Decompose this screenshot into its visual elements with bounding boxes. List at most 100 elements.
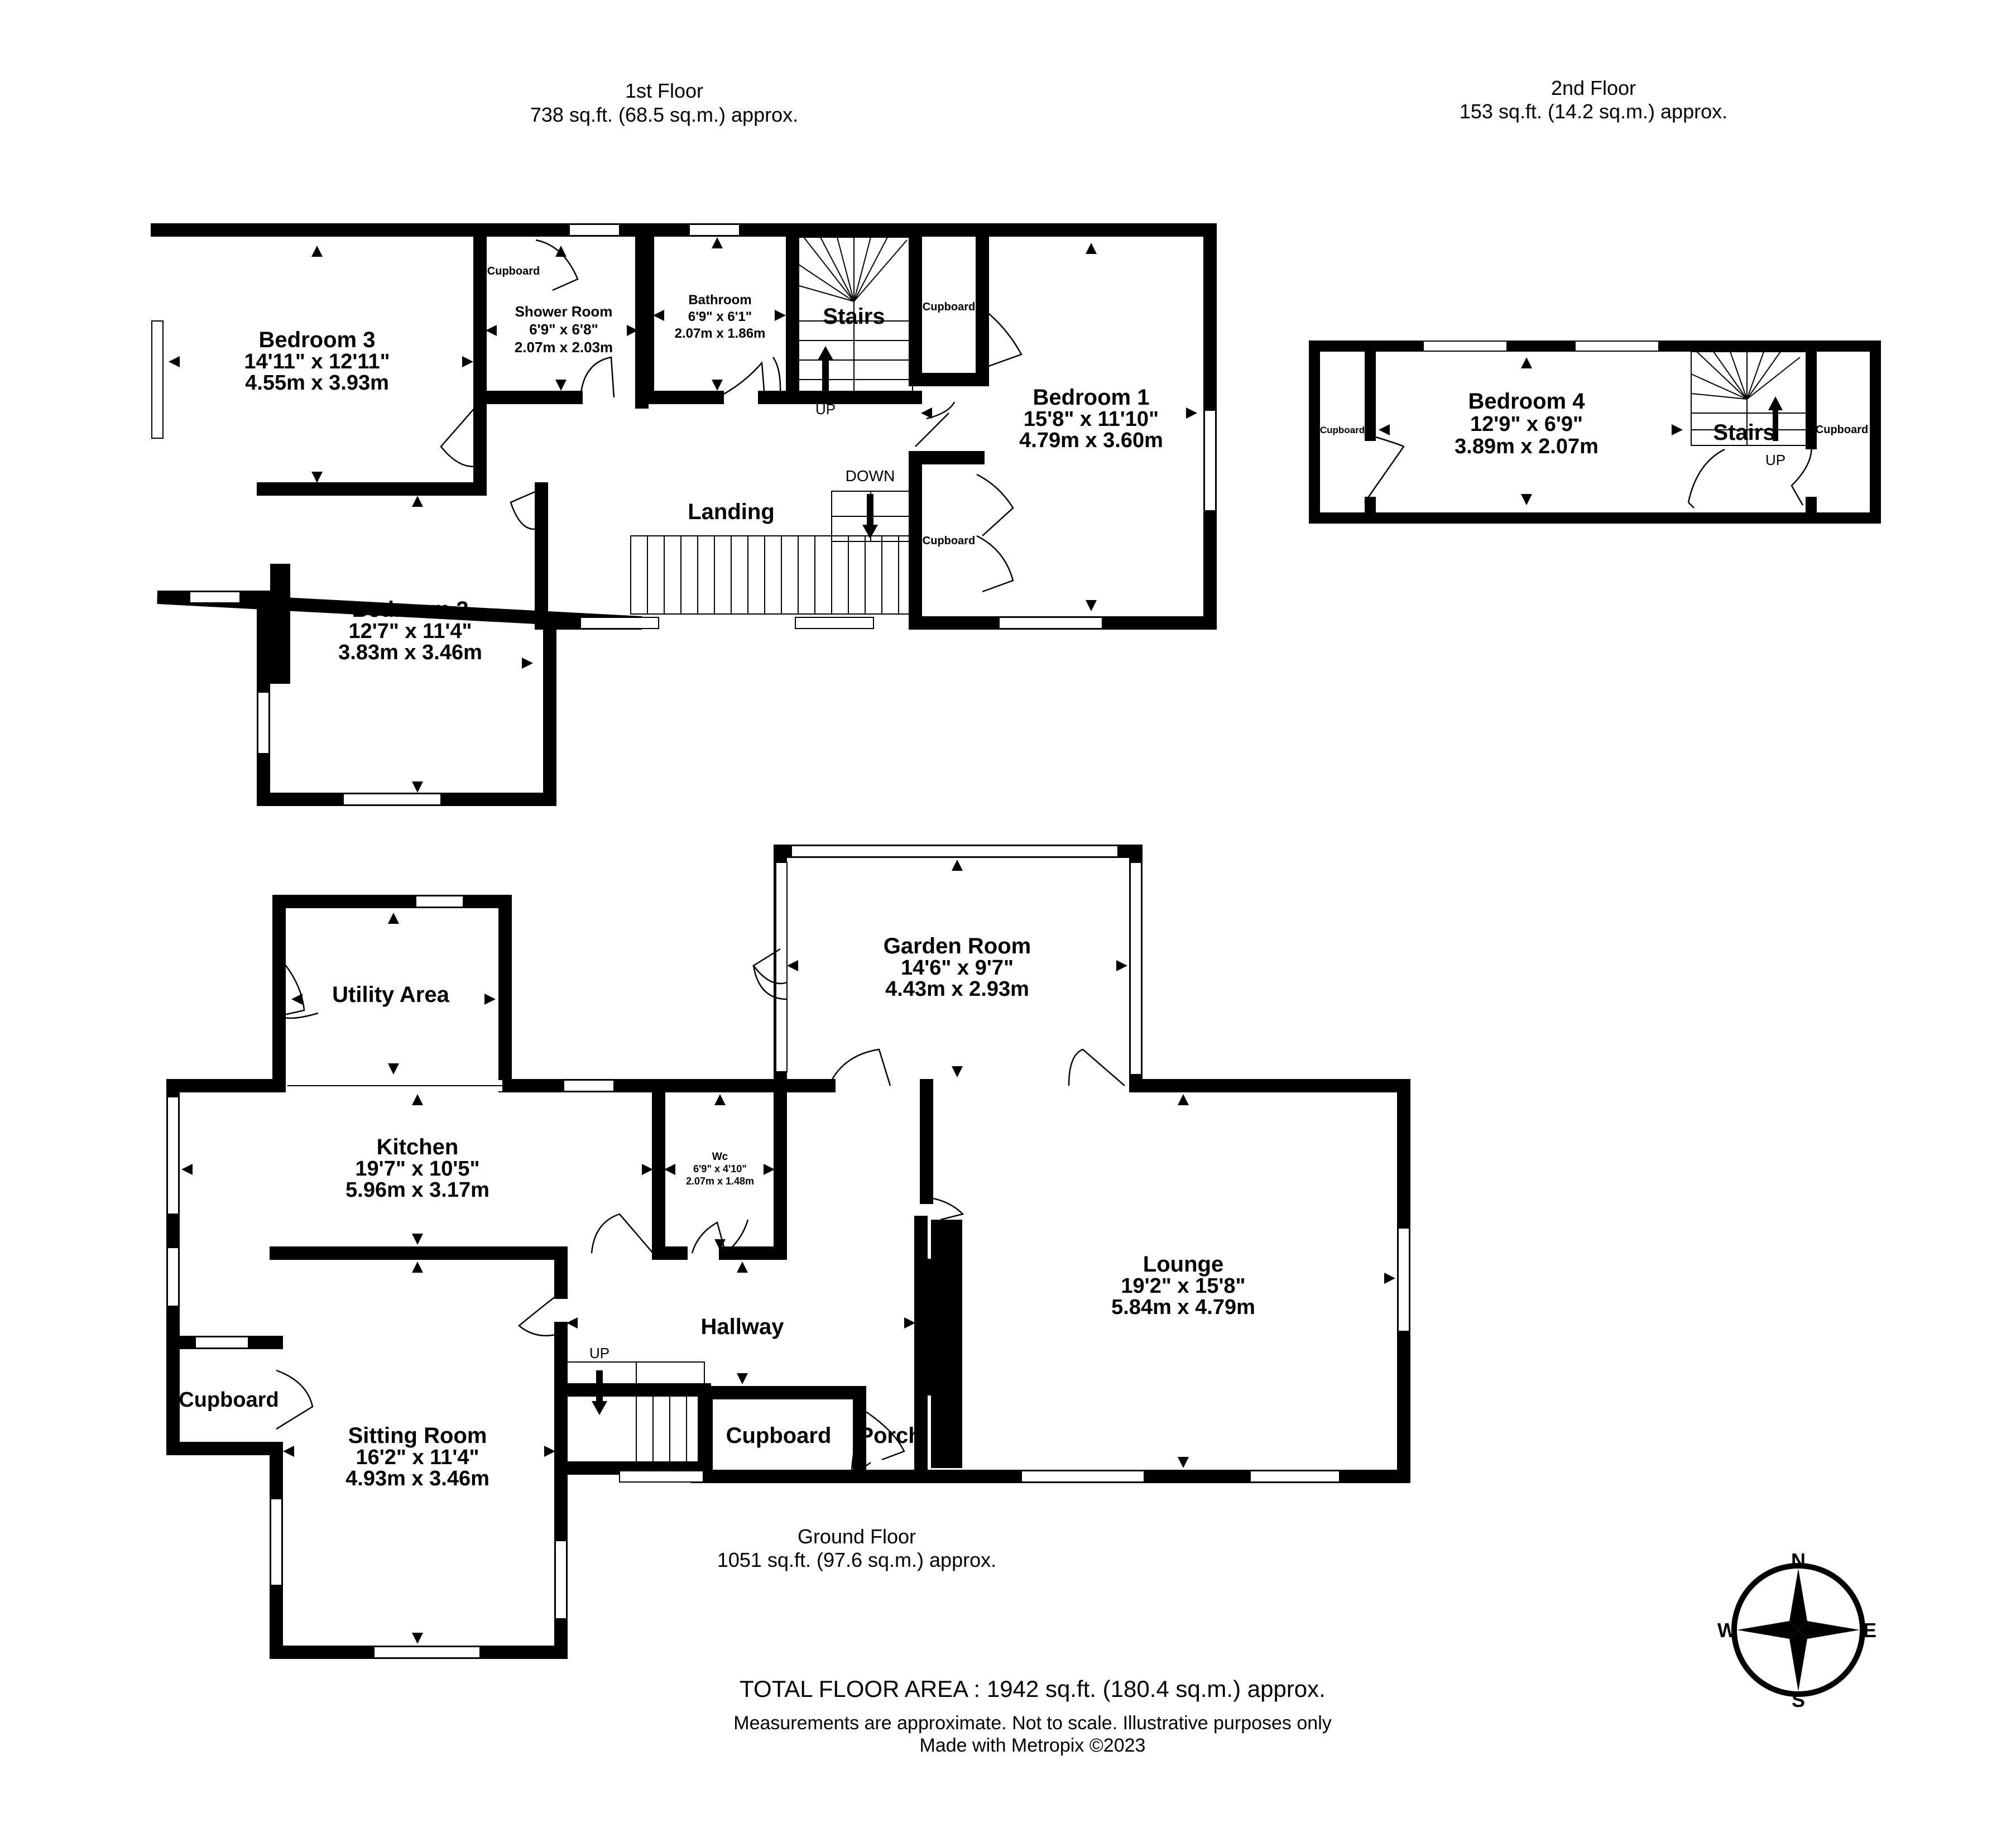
ground-floor-dimension-arrows	[181, 860, 1395, 1644]
sitting-room-name: Sitting Room	[348, 1423, 487, 1448]
bedroom-4-cupboard-right-label: Cupboard	[1816, 424, 1868, 436]
ground-floor-windows	[167, 845, 1410, 1658]
kitchen-imperial: 19'7" x 10'5"	[355, 1157, 479, 1181]
first-floor-stairs	[630, 237, 913, 615]
compass-south: S	[1792, 1689, 1805, 1711]
first-floor-heading: 1st Floor 738 sq.ft. (68.5 sq.m.) approx…	[530, 79, 798, 126]
bathroom-metric: 2.07m x 1.86m	[675, 326, 766, 341]
bedroom-3-label: Bedroom 3 14'11" x 12'11" 4.55m x 3.93m	[244, 328, 390, 395]
kitchen-metric: 5.96m x 3.17m	[345, 1178, 489, 1202]
bedroom-1-name: Bedroom 1	[1033, 385, 1150, 410]
shower-room-metric: 2.07m x 2.03m	[515, 339, 613, 356]
bathroom-imperial: 6'9" x 6'1"	[688, 309, 752, 324]
garden-room-metric: 4.43m x 2.93m	[885, 977, 1029, 1001]
ground-floor-labels: Utility Area Garden Room 14'6" x 9'7" 4.…	[179, 934, 1255, 1571]
first-floor-up-label: UP	[815, 401, 836, 418]
wc-imperial: 6'9" x 4'10"	[693, 1163, 747, 1174]
second-floor-labels: Cupboard Cupboard Bedroom 4 12'9" x 6'9"…	[1320, 389, 1868, 468]
second-floor-area: 153 sq.ft. (14.2 sq.m.) approx.	[1460, 100, 1727, 123]
first-floor-dimension-arrows	[169, 237, 1197, 793]
second-floor-stairs	[1691, 351, 1808, 446]
ground-floor-stairs	[564, 1361, 705, 1466]
compass-north: N	[1791, 1549, 1806, 1572]
second-floor-title: 2nd Floor	[1551, 76, 1636, 99]
ground-floor-doors	[276, 948, 1125, 1478]
first-floor-title: 1st Floor	[625, 79, 703, 102]
second-floor-doors	[1364, 434, 1812, 509]
second-floor-arrows	[1379, 357, 1783, 505]
sitting-room-cupboard-label: Cupboard	[179, 1388, 279, 1412]
second-floor-heading: 2nd Floor 153 sq.ft. (14.2 sq.m.) approx…	[1460, 76, 1727, 123]
second-floor-windows	[1423, 340, 1659, 352]
wc-name: Wc	[712, 1151, 728, 1163]
lounge-chimney-breast	[931, 1220, 962, 1468]
lounge-chimney-side	[921, 1259, 932, 1395]
compass-east: E	[1863, 1619, 1876, 1642]
ground-floor-title: Ground Floor	[798, 1525, 916, 1548]
hallway-cupboard-label: Cupboard	[726, 1423, 832, 1448]
credit: Made with Metropix ©2023	[920, 1735, 1146, 1756]
shower-room-imperial: 6'9" x 6'8"	[529, 321, 598, 338]
first-floor-down-label: DOWN	[846, 467, 895, 485]
chimney-breast	[270, 564, 290, 684]
compass-west: W	[1717, 1619, 1736, 1642]
bedroom-4-imperial: 12'9" x 6'9"	[1470, 413, 1583, 436]
first-floor-area: 738 sq.ft. (68.5 sq.m.) approx.	[530, 103, 798, 126]
bedroom-1-metric: 4.79m x 3.60m	[1019, 429, 1163, 452]
bedroom-1-imperial: 15'8" x 11'10"	[1024, 407, 1159, 431]
bedroom-2-label: Bedroom 2 12'7" x 11'4" 3.83m x 3.46m	[338, 597, 482, 664]
shower-cupboard-label: Cupboard	[487, 265, 540, 277]
hallway-label: Hallway	[701, 1315, 785, 1339]
first-floor-stairs-label: Stairs	[823, 304, 885, 329]
bedroom-4-metric: 3.89m x 2.07m	[1455, 435, 1599, 458]
bedroom-2-name: Bedroom 2	[352, 597, 469, 622]
wc-label: Wc 6'9" x 4'10" 2.07m x 1.48m	[686, 1151, 754, 1187]
sitting-room-imperial: 16'2" x 11'4"	[356, 1446, 479, 1469]
wc-metric: 2.07m x 1.48m	[686, 1176, 754, 1187]
first-floor-walls	[151, 223, 1217, 806]
bedroom-1-cupboard-top-label: Cupboard	[923, 301, 975, 313]
utility-area-label: Utility Area	[332, 982, 449, 1007]
shower-room-name: Shower Room	[515, 303, 613, 320]
bedroom-2-imperial: 12'7" x 11'4"	[348, 620, 472, 643]
bedroom-1-label: Bedroom 1 15'8" x 11'10" 4.79m x 3.60m	[1019, 385, 1163, 452]
bedroom-1-cupboard-bottom-label: Cupboard	[923, 535, 975, 547]
kitchen-label: Kitchen 19'7" x 10'5" 5.96m x 3.17m	[345, 1135, 489, 1202]
first-floor-windows	[151, 224, 1216, 805]
disclaimer: Measurements are approximate. Not to sca…	[733, 1713, 1332, 1734]
kitchen-name: Kitchen	[377, 1135, 459, 1159]
bathroom-label: Bathroom 6'9" x 6'1" 2.07m x 1.86m	[675, 292, 766, 341]
porch-label: Porch	[858, 1423, 921, 1448]
second-floor-walls	[1309, 340, 1881, 524]
footer: TOTAL FLOOR AREA : 1942 sq.ft. (180.4 sq…	[733, 1676, 1332, 1756]
bedroom-2-metric: 3.83m x 3.46m	[338, 641, 482, 664]
bedroom-3-imperial: 14'11" x 12'11"	[244, 350, 390, 373]
landing-label: Landing	[688, 500, 775, 524]
garden-room-name: Garden Room	[884, 934, 1031, 958]
first-floor-labels: Bedroom 3 14'11" x 12'11" 4.55m x 3.93m …	[244, 265, 1163, 664]
second-floor-up-label: UP	[1765, 452, 1785, 468]
bedroom-3-metric: 4.55m x 3.93m	[245, 371, 389, 395]
bathroom-name: Bathroom	[688, 292, 751, 308]
lounge-metric: 5.84m x 4.79m	[1111, 1296, 1255, 1319]
sitting-room-metric: 4.93m x 3.46m	[345, 1467, 489, 1490]
total-floor-area: TOTAL FLOOR AREA : 1942 sq.ft. (180.4 sq…	[740, 1676, 1326, 1702]
ground-floor-stair-arrow	[592, 1370, 607, 1415]
garden-room-imperial: 14'6" x 9'7"	[901, 956, 1014, 980]
ground-floor-up-label: UP	[589, 1345, 609, 1361]
lounge-label: Lounge 19'2" x 15'8" 5.84m x 4.79m	[1111, 1252, 1255, 1319]
sitting-room-label: Sitting Room 16'2" x 11'4" 4.93m x 3.46m	[345, 1423, 489, 1490]
compass-rose-icon: N S E W	[1717, 1549, 1876, 1711]
first-floor-stair-arrows	[818, 346, 878, 539]
lounge-name: Lounge	[1143, 1252, 1223, 1277]
ground-floor-area: 1051 sq.ft. (97.6 sq.m.) approx.	[717, 1548, 996, 1571]
lounge-imperial: 19'2" x 15'8"	[1121, 1274, 1245, 1298]
bedroom-4-label: Bedroom 4 12'9" x 6'9" 3.89m x 2.07m	[1455, 389, 1599, 458]
bedroom-4-name: Bedroom 4	[1468, 389, 1586, 414]
bedroom-4-cupboard-left-label: Cupboard	[1320, 425, 1365, 435]
garden-room-label: Garden Room 14'6" x 9'7" 4.43m x 2.93m	[884, 934, 1031, 1001]
bedroom-3-name: Bedroom 3	[259, 328, 376, 352]
second-floor-stairs-label: Stairs	[1713, 420, 1775, 445]
shower-room-label: Shower Room 6'9" x 6'8" 2.07m x 2.03m	[515, 303, 613, 356]
